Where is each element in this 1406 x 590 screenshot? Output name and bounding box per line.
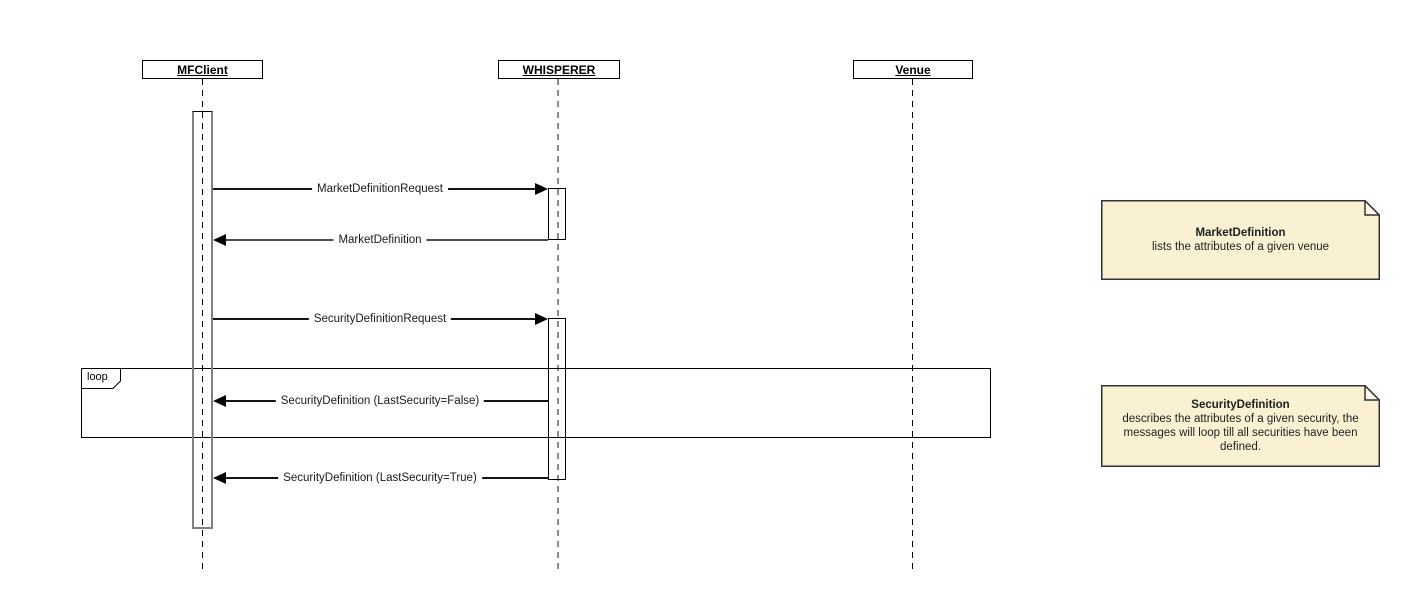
loop-fragment-label: loop <box>87 371 108 383</box>
note-shape <box>1101 385 1380 467</box>
note-body: describes the attributes of a given secu… <box>1122 413 1359 453</box>
message-label: SecurityDefinitionRequest <box>308 313 452 325</box>
actor-head-whisperer: WHISPERER <box>498 60 620 79</box>
note-title: SecurityDefinition <box>1191 399 1290 411</box>
message-label: SecurityDefinition (LastSecurity=True) <box>278 472 482 484</box>
message-label: MarketDefinitionRequest <box>312 183 448 195</box>
loop-fragment-tab: loop <box>81 368 121 389</box>
loop-fragment-frame: loop <box>81 368 991 438</box>
note-content: SecurityDefinition describes the attribu… <box>1101 385 1380 467</box>
note-title: MarketDefinition <box>1195 227 1286 239</box>
note-body: lists the attributes of a given venue <box>1151 241 1330 253</box>
lifeline-mfclient <box>202 79 203 570</box>
arrowhead-right-icon <box>535 183 548 195</box>
actor-name: WHISPERER <box>522 62 596 77</box>
loop-tab-shape <box>81 368 121 389</box>
note-market-definition: MarketDefinition lists the attributes of… <box>1101 200 1380 280</box>
actor-name: Venue <box>895 62 931 77</box>
note-shape <box>1101 200 1380 280</box>
arrowhead-left-icon <box>213 472 226 484</box>
arrowhead-left-icon <box>213 395 226 407</box>
actor-name: MFClient <box>177 62 228 77</box>
actor-head-mfclient: MFClient <box>142 60 263 79</box>
activation-bar-whisperer-2 <box>548 318 566 480</box>
actor-head-venue: Venue <box>853 60 973 79</box>
note-security-definition: SecurityDefinition describes the attribu… <box>1101 385 1380 467</box>
lifeline-whisperer <box>557 79 559 570</box>
activation-bar-mfclient <box>192 111 213 529</box>
lifeline-venue <box>912 79 913 570</box>
message-label: SecurityDefinition (LastSecurity=False) <box>275 395 485 407</box>
message-label: MarketDefinition <box>333 234 427 246</box>
note-content: MarketDefinition lists the attributes of… <box>1101 200 1380 280</box>
arrowhead-right-icon <box>535 313 548 325</box>
arrowhead-left-icon <box>213 234 226 246</box>
activation-bar-whisperer-1 <box>548 188 566 240</box>
